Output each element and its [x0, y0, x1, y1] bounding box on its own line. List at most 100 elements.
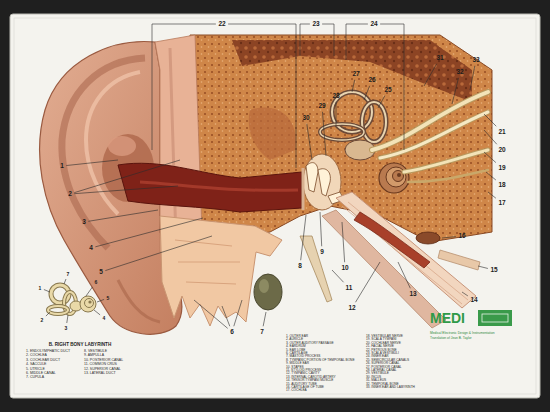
leader-line — [228, 24, 296, 168]
leader-line — [484, 114, 496, 126]
brand-note: Translation of Jean B. Taylor — [430, 337, 472, 340]
cochlea — [379, 163, 409, 193]
leader-line — [336, 102, 337, 126]
callout-number: 2 — [68, 191, 72, 198]
callout-number: 19 — [498, 165, 505, 172]
leader-line — [332, 270, 344, 282]
leader-line — [300, 24, 310, 56]
callout-number: 17 — [498, 200, 505, 207]
legend-item: 12. SUPERIOR CANAL — [84, 368, 121, 372]
callout-number: 3 — [82, 219, 86, 226]
legend-item: 8. VESTIBULE — [84, 350, 107, 354]
leader-line — [95, 218, 203, 247]
leader-line — [320, 212, 322, 246]
leader-line — [194, 300, 228, 328]
inset-heading: B. RIGHT BONY LABYRINTH — [49, 343, 111, 348]
callout-number: 27 — [352, 71, 359, 78]
leader-line — [263, 312, 266, 326]
callout-number: 6 — [230, 329, 234, 336]
leader-line — [342, 222, 345, 262]
brand-logo: MEDI — [430, 311, 465, 325]
legend-item: 3. COCHLEAR DUCT — [26, 359, 60, 363]
callout-number: 20 — [498, 147, 505, 154]
callout-number: 30 — [302, 115, 309, 122]
leader-line — [346, 24, 368, 60]
leader-line — [488, 192, 496, 198]
leader-line — [74, 160, 180, 193]
leader-line — [378, 96, 385, 108]
callout-number: 29 — [318, 103, 325, 110]
callout-number: 5 — [107, 296, 110, 301]
leader-line — [478, 266, 488, 268]
callout-number: 7 — [260, 329, 264, 336]
callout-number: 9 — [320, 249, 324, 256]
callout-number: 15 — [490, 267, 497, 274]
leader-line — [484, 130, 497, 144]
legend-item: 9. AMPULLA — [84, 355, 104, 359]
callout-number: 5 — [99, 269, 103, 276]
leader-line — [322, 24, 334, 56]
leader-line — [46, 312, 50, 316]
callout-number: 33 — [472, 57, 479, 64]
leader-line — [301, 215, 306, 260]
callout-number: 28 — [332, 93, 339, 100]
leader-line — [105, 236, 212, 271]
leader-line — [88, 210, 158, 221]
brand-note: Medical Electronic Design & Instrumentat… — [430, 332, 495, 335]
callout-number: 8 — [298, 263, 302, 270]
legend-item: 5. UTRICLE — [26, 368, 45, 372]
leader-line — [64, 279, 66, 284]
leader-line — [352, 80, 355, 92]
leader-line — [234, 300, 242, 326]
leader-line — [364, 86, 370, 100]
legend-item: 1. ENDOLYMPHATIC DUCT — [26, 350, 70, 354]
callout-number: 22 — [218, 21, 225, 28]
leader-line — [44, 290, 50, 292]
leader-line — [97, 299, 104, 302]
callout-number: 12 — [348, 305, 355, 312]
legend-item: 7. CUPULA — [26, 377, 44, 381]
nerve-bundle — [372, 92, 488, 182]
callout-number: 31 — [436, 55, 443, 62]
mastoid — [254, 274, 282, 310]
leader-line — [484, 152, 496, 163]
leader-line — [74, 186, 178, 194]
callout-number: 1 — [60, 163, 64, 170]
legend-item: 17. COCHLEA — [286, 390, 307, 393]
leader-line — [86, 287, 92, 296]
leader-line — [470, 66, 475, 90]
bony-labyrinth-inset — [48, 285, 96, 314]
cartilage — [160, 216, 282, 326]
callout-number: 6 — [95, 280, 98, 285]
leader-line — [462, 292, 468, 296]
brand-block — [478, 310, 512, 326]
legend-item: 33. INNER EAR AND LABYRINTH — [366, 386, 415, 389]
legend-item: 13. LATERAL DUCT — [84, 372, 116, 376]
legend-item: 4. SACCULE — [26, 363, 46, 367]
leader-line — [307, 124, 312, 160]
leader-line — [222, 306, 230, 326]
callout-number: 24 — [370, 21, 377, 28]
callout-number: 14 — [470, 297, 477, 304]
leader-line — [152, 24, 216, 150]
callout-number: 16 — [458, 233, 465, 240]
callout-number: 26 — [368, 77, 375, 84]
callout-number: 1 — [39, 286, 42, 291]
callout-number: 21 — [498, 129, 505, 136]
callout-number: 18 — [498, 182, 505, 189]
callout-number: 10 — [341, 265, 348, 272]
callout-number: 2 — [41, 318, 44, 323]
callout-number: 32 — [456, 69, 463, 76]
callout-number: 4 — [89, 245, 93, 252]
leader-line — [486, 172, 496, 180]
leader-line — [380, 24, 404, 150]
legend-item: 11. COMMON CRUS — [84, 363, 117, 367]
leader-line — [398, 262, 410, 288]
callout-number: 4 — [103, 316, 106, 321]
leader-line — [452, 78, 459, 104]
leader-line — [322, 112, 326, 156]
